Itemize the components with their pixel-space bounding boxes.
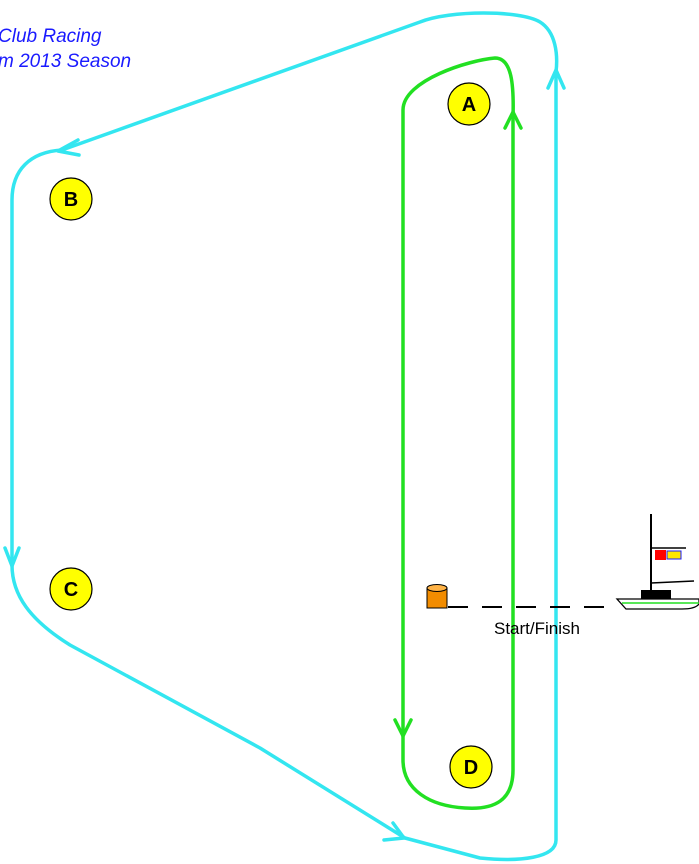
- inner-course-path: [401, 56, 515, 810]
- course-subtitle: m 2013 Season: [0, 51, 132, 72]
- pin-buoy-icon: [426, 584, 448, 609]
- inner-course: [393, 56, 523, 810]
- mark-c-label: C: [64, 579, 78, 601]
- arrow-head-icon: [546, 68, 566, 90]
- arrow-head-icon: [3, 546, 21, 568]
- course-title: Club Racing: [0, 26, 102, 47]
- mark-c: C: [49, 567, 93, 611]
- mark-d-label: D: [464, 757, 478, 779]
- mark-b-label: B: [64, 189, 78, 211]
- mark-a-label: A: [462, 94, 476, 116]
- mark-b: B: [49, 177, 93, 221]
- mark-a: A: [447, 82, 491, 126]
- yellow-flag-icon: [666, 550, 682, 560]
- start-finish-label: Start/Finish: [494, 619, 580, 638]
- start-finish-line: Start/Finish: [448, 606, 608, 638]
- arrow-head-icon: [56, 138, 81, 157]
- committee-boat-icon: [615, 514, 699, 610]
- outer-course: [3, 11, 566, 862]
- arrow-head-icon: [393, 718, 413, 738]
- outer-course-path: [10, 11, 559, 862]
- arrow-head-icon: [382, 821, 406, 842]
- arrow-head-icon: [503, 110, 523, 130]
- mark-d: D: [449, 745, 493, 789]
- red-flag-icon: [655, 550, 666, 560]
